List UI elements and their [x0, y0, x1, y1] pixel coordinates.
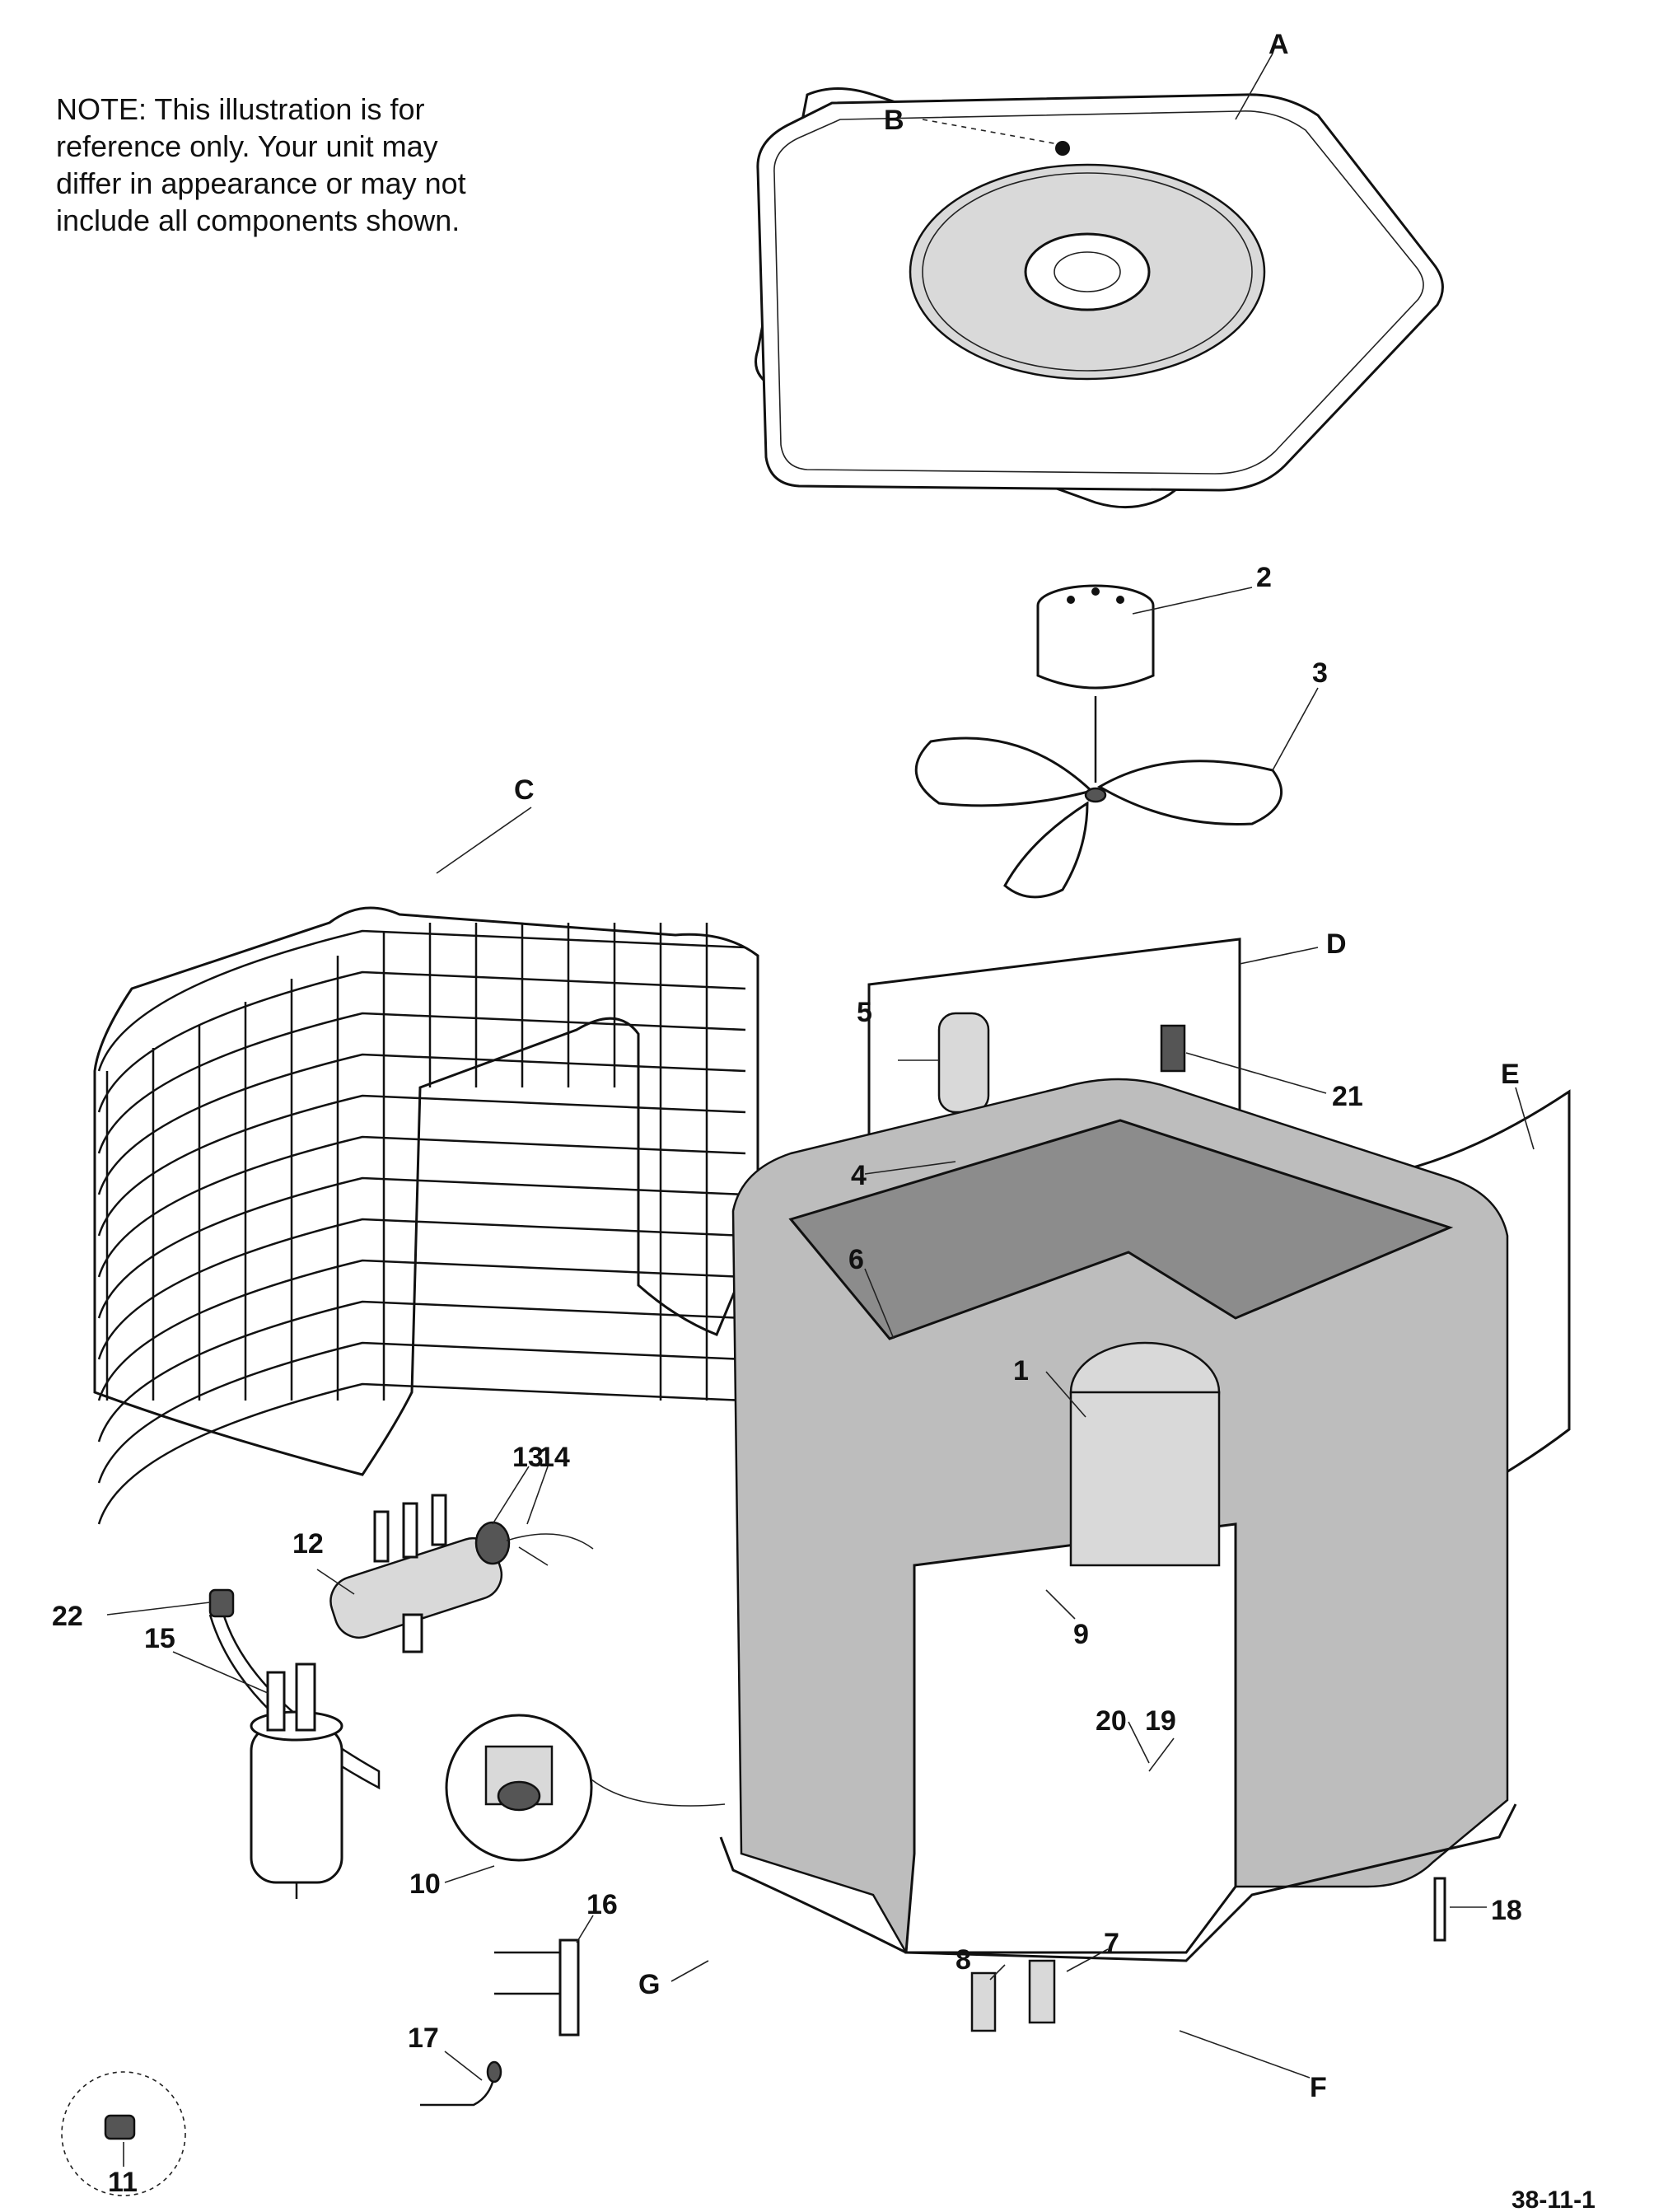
callout-7: 7 [1104, 1928, 1119, 1959]
grille-wire [97, 929, 746, 1072]
callout-10: 10 [409, 1868, 441, 1900]
callout-G: G [638, 1969, 660, 2000]
grille-wire [97, 1300, 746, 1443]
leader-lines [106, 53, 1535, 2167]
callout-18: 18 [1491, 1895, 1522, 1926]
note-line-1: NOTE: This illustration is for [56, 92, 425, 126]
note-line-2: reference only. Your unit may [56, 129, 438, 163]
callout-19: 19 [1145, 1705, 1176, 1737]
callout-13: 13 [512, 1442, 544, 1473]
sensor-cable [208, 1588, 381, 1790]
callout-4: 4 [851, 1160, 867, 1191]
callout-21: 21 [1332, 1081, 1363, 1112]
callout-16: 16 [586, 1889, 618, 1920]
detail-circle-11 [61, 2071, 186, 2196]
callout-22: 22 [52, 1601, 83, 1632]
grille-wire [97, 1094, 746, 1237]
grille-wire [97, 1218, 746, 1360]
fan-motor [1036, 584, 1155, 783]
callout-E: E [1501, 1059, 1520, 1090]
callout-F: F [1310, 2072, 1327, 2103]
callout-12: 12 [292, 1528, 324, 1560]
grille-wire [97, 1012, 746, 1154]
grille-wire [97, 970, 746, 1113]
callout-15: 15 [144, 1623, 175, 1654]
note-line-4: include all components shown. [56, 203, 460, 237]
service-valves [970, 1959, 1056, 2032]
callout-17: 17 [408, 2023, 439, 2054]
callout-labels: A B 2 3 C D 5 21 E 4 6 13 14 12 1 22 15 … [52, 29, 1522, 2198]
callout-B: B [884, 105, 904, 136]
part-18 [1433, 1877, 1446, 1942]
callout-3: 3 [1312, 657, 1328, 689]
callout-9: 9 [1073, 1619, 1089, 1650]
detail-circle-10 [445, 1714, 726, 1862]
grille-wire [97, 1176, 746, 1319]
callout-2: 2 [1256, 562, 1272, 593]
grille-wire [97, 1053, 746, 1195]
callout-D: D [1326, 928, 1347, 960]
grille-wire [97, 1382, 746, 1525]
bracket-16 [494, 1938, 580, 2037]
reference-note: NOTE: This illustration is for reference… [56, 91, 567, 239]
callout-A: A [1269, 29, 1289, 60]
callout-1: 1 [1013, 1355, 1029, 1387]
part-17 [420, 2060, 502, 2107]
grille-wire [97, 1259, 746, 1401]
callout-5: 5 [857, 997, 872, 1028]
callout-20: 20 [1096, 1705, 1127, 1737]
fan-blade [914, 737, 1283, 899]
accumulator [250, 1663, 343, 1899]
callout-14: 14 [539, 1442, 570, 1473]
callout-11: 11 [108, 2167, 138, 2198]
top-cover [755, 87, 1444, 509]
callout-8: 8 [955, 1944, 971, 1976]
reversing-valve [329, 1494, 594, 1653]
figure-number: 38-11-1 [1511, 2186, 1596, 2212]
callout-C: C [514, 774, 535, 806]
callout-6: 6 [848, 1244, 864, 1275]
outdoor-coil-unit [719, 1078, 1517, 1962]
coil-guard-grille [93, 906, 759, 1525]
grille-wire [97, 1341, 746, 1484]
grille-wire [97, 1135, 746, 1278]
note-line-3: differ in appearance or may not [56, 166, 466, 200]
